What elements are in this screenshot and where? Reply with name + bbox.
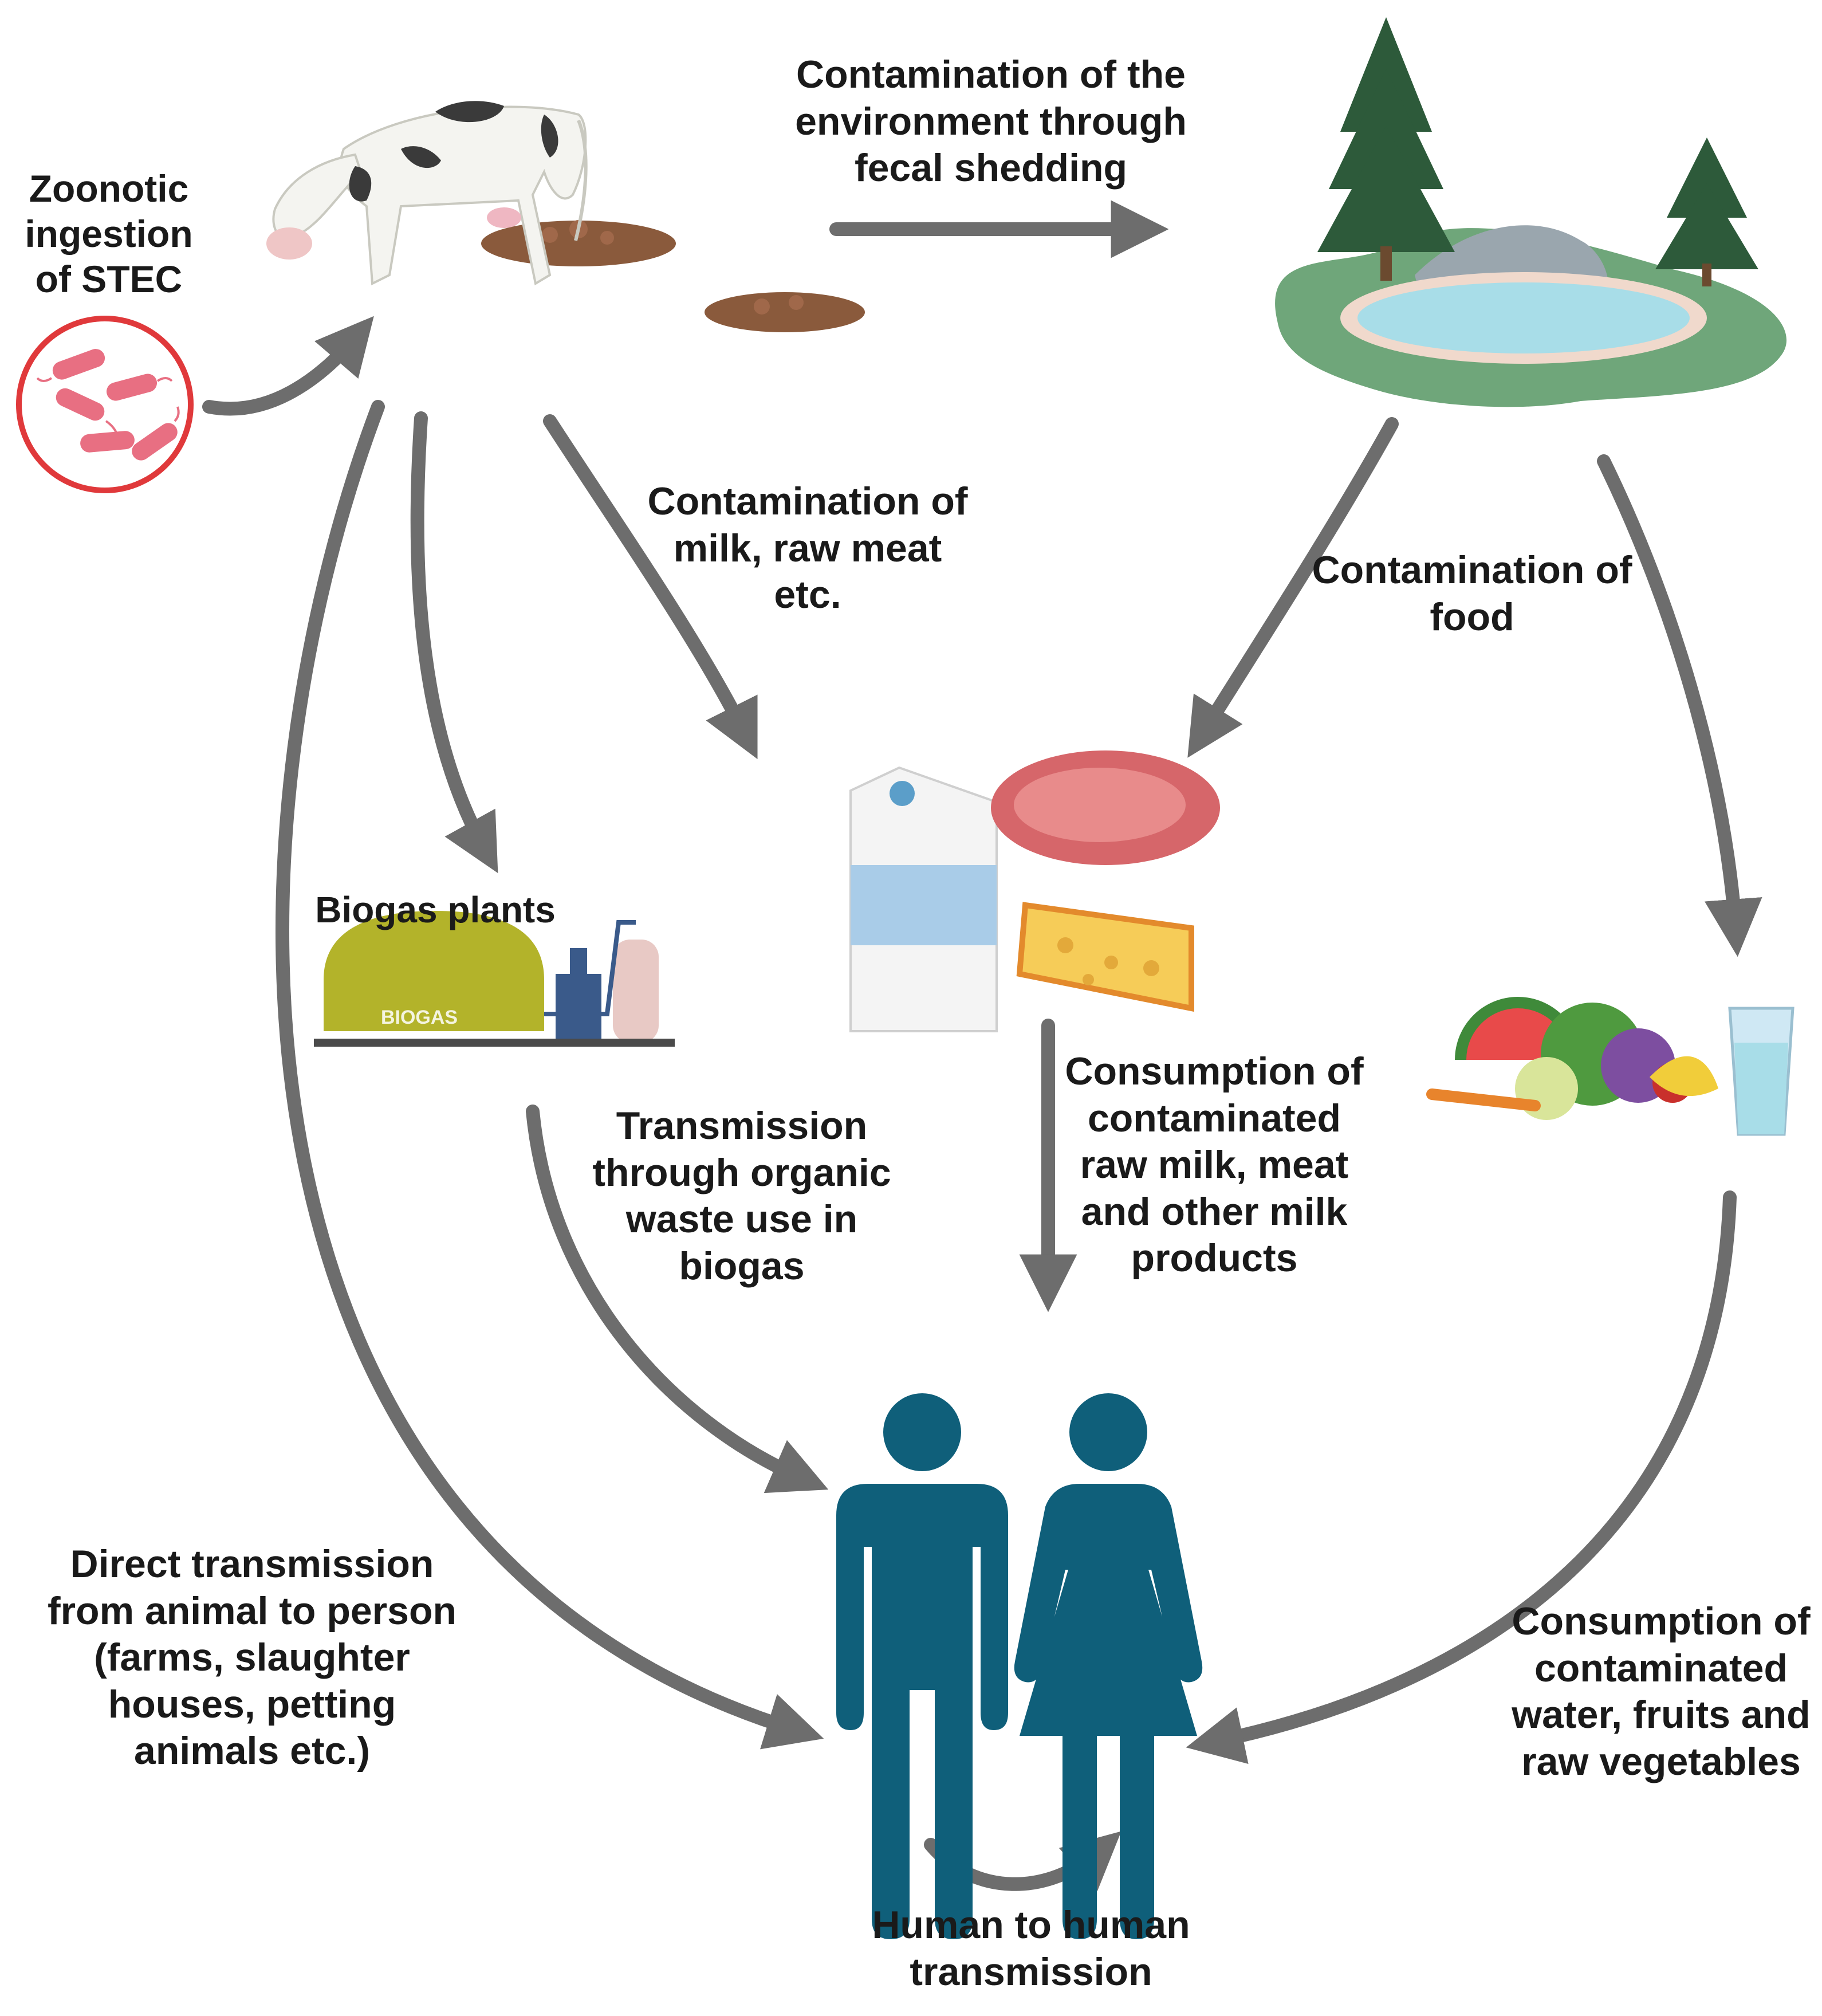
environment-pond-icon xyxy=(1275,17,1787,407)
arrow-cow-direct-to-humans xyxy=(276,400,824,1750)
arrow-cow-to-biogas xyxy=(410,411,498,874)
arrow-produce-to-humans xyxy=(1186,1190,1737,1765)
produce-water-icon xyxy=(1426,997,1795,1136)
consumption-milk-meat-label: Consumption of contaminated raw milk, me… xyxy=(1065,1050,1364,1280)
human-to-human-label: Human to human transmission xyxy=(872,1903,1190,1994)
stec-bacteria-icon xyxy=(16,316,194,493)
arrow-stec-to-cow xyxy=(202,316,374,416)
arrow-biogas-to-humans xyxy=(526,1105,829,1494)
people-icon xyxy=(836,1393,1203,1939)
biogas-plant-icon xyxy=(314,911,675,1047)
water-vegetables-label: Consumption of contaminated water, fruit… xyxy=(1512,1600,1811,1783)
biogas-plants-label: Biogas plants xyxy=(315,889,556,930)
man-icon xyxy=(836,1393,1008,1939)
dairy-meat-icon xyxy=(849,750,1220,1032)
fecal-shedding-label: Contamination of the environment through… xyxy=(795,53,1187,190)
food-contamination-label: Contamination of food xyxy=(1312,548,1632,639)
arrow-environment-to-produce xyxy=(1597,454,1762,957)
arrow-cow-to-food xyxy=(543,414,758,760)
biogas-tank-label: BIOGAS xyxy=(381,1007,458,1028)
arrow-environment-to-food xyxy=(1187,417,1399,758)
zoonotic-ingestion-label: Zoonotic ingestion of STEC xyxy=(25,167,193,301)
woman-icon xyxy=(1014,1393,1203,1939)
direct-transmission-label: Direct transmission from animal to perso… xyxy=(47,1542,457,1773)
milk-meat-contamination-label: Contamination of milk, raw meat etc. xyxy=(647,480,968,617)
organic-waste-label: Transmission through organic waste use i… xyxy=(592,1104,891,1288)
cow-icon xyxy=(266,101,865,332)
